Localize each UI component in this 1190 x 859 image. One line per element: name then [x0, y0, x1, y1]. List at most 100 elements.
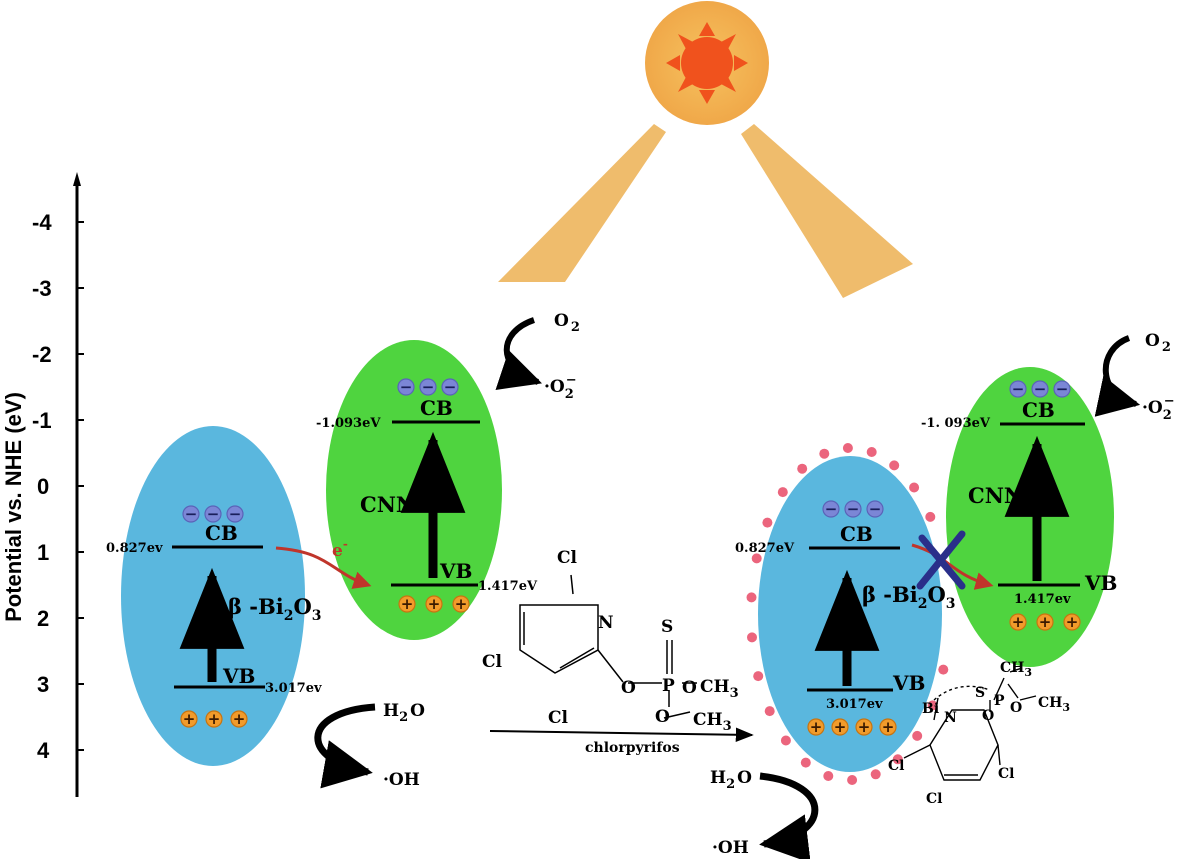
adsorbed-molecule-dot	[909, 482, 920, 493]
adsorbed-molecule-dot	[912, 730, 923, 741]
vb-potential-value: 1.417ev	[1014, 592, 1071, 607]
tick-label: 0	[37, 474, 49, 499]
bi2o3-label: β -Bi2O3	[228, 594, 322, 624]
vb-label: VB	[1084, 571, 1117, 595]
plus-sign-icon: +	[834, 718, 847, 736]
tick-label: -1	[32, 408, 52, 433]
minus-sign-icon: −	[825, 500, 838, 518]
tick-label: -4	[32, 210, 52, 235]
adsorbed-molecule-dot	[892, 754, 903, 765]
adsorbed-molecule-dot	[777, 487, 788, 498]
plus-sign-icon: +	[233, 710, 246, 728]
tick-label: 1	[37, 540, 49, 565]
plus-sign-icon: +	[183, 710, 196, 728]
minus-sign-icon: −	[444, 378, 457, 396]
atom-cl: Cl	[926, 791, 942, 807]
cb-potential-value: -1.093eV	[316, 416, 381, 431]
cb-label: CB	[420, 396, 453, 420]
adsorption-dots	[746, 443, 949, 785]
right-cnns-electrons: −−−	[1009, 380, 1071, 398]
electron-icon	[844, 500, 862, 518]
h2o-oxidation-arrow	[759, 772, 819, 859]
adsorbed-molecule-dot	[753, 671, 764, 682]
hole-icon	[879, 718, 897, 736]
minus-sign-icon: −	[422, 378, 435, 396]
sun-icon	[645, 1, 769, 125]
right-bi2o3-electrons: −−−	[822, 500, 884, 518]
electron-transfer-arrow	[275, 546, 372, 589]
reaction-arrow-label: chlorpyrifos	[585, 740, 680, 756]
plus-sign-icon: +	[401, 595, 414, 613]
plus-sign-icon: +	[810, 718, 823, 736]
electron-icon	[226, 505, 244, 523]
adsorbed-molecule-dot	[870, 769, 881, 780]
adsorbed-molecule-dot	[819, 448, 830, 459]
electron-icon	[1031, 380, 1049, 398]
left-cnns-band: CB VB -1.093eV 1.417eV CNNs	[316, 340, 538, 640]
o2-reduction-arrow	[1094, 335, 1141, 417]
atom-cl: Cl	[888, 758, 904, 774]
minus-sign-icon: −	[1034, 380, 1047, 398]
atom-p: P	[994, 693, 1005, 709]
minus-sign-icon: −	[185, 505, 198, 523]
atom-o: O	[621, 678, 636, 698]
bi2o3-label: β -Bi2O3	[862, 582, 956, 612]
superoxide-label: ·O2−	[544, 373, 577, 402]
blocked-electron-transfer-arrow	[911, 543, 994, 590]
h2o-oxidation-arrow	[314, 703, 376, 789]
electron-label: e-	[332, 537, 348, 561]
adsorbed-molecule-dot	[747, 632, 757, 643]
axis-title: Potential vs. NHE (eV)	[1, 392, 26, 622]
left-bi2o3-holes: +++	[180, 710, 248, 728]
atom-o: O	[982, 708, 994, 724]
atom-n: N	[944, 710, 957, 726]
plus-sign-icon: +	[1039, 613, 1052, 631]
atom-s: S	[661, 617, 673, 637]
adsorbed-molecule-dot	[842, 443, 853, 453]
adsorbed-molecule-dot	[866, 447, 877, 457]
vb-label: VB	[439, 559, 472, 583]
light-beam-right	[741, 124, 913, 298]
hole-icon	[205, 710, 223, 728]
electron-icon	[866, 500, 884, 518]
plus-sign-icon: +	[428, 595, 441, 613]
vb-potential-value: 3.017ev	[265, 681, 322, 696]
potential-axis: -4 -3 -2 -1 0 1 2 3 4 Potential vs. NHE …	[1, 172, 84, 797]
atom-cl: Cl	[548, 708, 569, 728]
minus-sign-icon: −	[229, 505, 242, 523]
vb-potential-value: 3.017ev	[826, 697, 883, 712]
atom-cl: Cl	[557, 548, 578, 568]
chlorpyrifos-structure	[519, 574, 697, 719]
tick-label: 2	[37, 606, 49, 631]
left-cnns-electrons: −−−	[397, 378, 459, 396]
electron-icon	[397, 378, 415, 396]
methyl-group: CH3	[1000, 660, 1032, 679]
adsorbed-molecule-dot	[746, 592, 757, 603]
right-cnns-holes: +++	[1009, 613, 1081, 631]
electron-icon	[822, 500, 840, 518]
adsorbed-molecule-dot	[762, 517, 773, 528]
tick-label: -2	[32, 342, 52, 367]
cnns-label: CNNs	[360, 492, 427, 517]
minus-sign-icon: −	[400, 378, 413, 396]
plus-sign-icon: +	[1012, 613, 1025, 631]
right-cnns-band: CB VB -1. 093eV 1.417ev CNNs	[921, 367, 1117, 667]
vb-label: VB	[892, 671, 925, 695]
left-bi2o3-band: CB VB 0.827ev 3.017ev β -Bi2O3	[106, 426, 322, 766]
plus-sign-icon: +	[455, 595, 468, 613]
atom-n: N	[598, 613, 614, 633]
tick-label: -3	[32, 276, 52, 301]
superoxide-label: ·O2−	[1142, 394, 1175, 423]
electron-icon	[1053, 380, 1071, 398]
adsorbed-molecule-dot	[751, 553, 762, 564]
hole-icon	[230, 710, 248, 728]
hole-icon	[855, 718, 873, 736]
hole-icon	[1036, 613, 1054, 631]
atom-bi: Bi	[922, 701, 939, 717]
cb-label: CB	[205, 521, 238, 545]
adsorbed-molecule-dot	[780, 735, 791, 746]
adsorbed-molecule-dot	[927, 700, 938, 711]
